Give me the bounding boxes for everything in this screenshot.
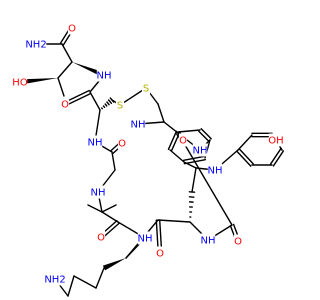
bond: [67, 275, 75, 297]
atom-label-background: [44, 272, 66, 286]
bond: [170, 131, 181, 152]
atom-label-nh2-lys: NH2: [44, 275, 65, 286]
atom-label-nh-aib: NH: [91, 188, 106, 199]
bond: [87, 204, 103, 213]
wedge-bond: [72, 62, 105, 78]
atom-label-background: [60, 97, 70, 111]
bond: [104, 103, 108, 107]
atom-label-background: [96, 230, 106, 244]
atom-label-nh-res: NH: [201, 236, 216, 247]
bond: [101, 211, 119, 223]
bond: [237, 134, 253, 151]
atom-label-background: [233, 234, 243, 248]
atom-label-o-ring1: O: [179, 136, 187, 147]
bond: [177, 132, 233, 226]
atom-label-nh-cys2: NH: [131, 120, 146, 131]
atom-label-background: [137, 231, 153, 245]
atom-label-background: [200, 233, 216, 247]
atom-label-o-amide: O: [68, 24, 76, 35]
bond: [200, 128, 212, 140]
bond: [102, 105, 106, 109]
bond: [236, 150, 252, 167]
wedge-bond: [102, 258, 126, 271]
bond: [191, 167, 197, 193]
atom-label-background: [87, 135, 103, 149]
bond: [119, 87, 147, 106]
atom-label-background: [90, 185, 106, 199]
bond: [167, 130, 178, 151]
bond: [177, 129, 201, 133]
atom-label-background: [130, 117, 146, 131]
bond: [107, 99, 113, 105]
bond: [106, 101, 110, 106]
bond: [61, 43, 73, 63]
atom-label-background: [117, 136, 127, 150]
wedge-bond: [19, 78, 58, 85]
bond: [65, 92, 92, 107]
atom-label-nh-thr: NH: [97, 71, 112, 82]
atom-label-s2: S: [143, 84, 149, 95]
bond: [163, 121, 179, 134]
bond: [238, 148, 254, 165]
atom-label-nh-trp-ring: NH: [193, 146, 208, 157]
bond: [101, 107, 103, 110]
atom-label-s1: S: [117, 101, 123, 112]
atom-label-background: [141, 81, 151, 95]
bond: [157, 103, 165, 123]
bond: [57, 77, 65, 97]
atom-label-background: [25, 37, 47, 51]
atom-label-background: [12, 75, 28, 89]
atom-label-ho-thr: HO: [12, 78, 28, 89]
bond: [182, 155, 206, 162]
bond: [198, 130, 210, 142]
bond: [95, 267, 105, 289]
atom-label-background: [178, 133, 188, 147]
bond: [272, 150, 285, 167]
bond: [157, 219, 191, 223]
atom-label-o-cys1: O: [61, 100, 69, 111]
atom-label-background: [155, 246, 165, 260]
atom-label-o-ring2: O: [118, 139, 126, 150]
bond: [89, 91, 101, 111]
atom-label-background: [192, 143, 208, 157]
bond: [73, 275, 97, 289]
atom-label-oh-tyr: OH: [268, 136, 283, 147]
atom-label-nh-cys1: NH: [88, 138, 103, 149]
atom-label-background: [96, 68, 112, 82]
atom-label-nh-lys: NH: [138, 234, 153, 245]
atom-label-o-lys: O: [156, 249, 164, 260]
bond: [57, 61, 73, 79]
atom-label-background: [67, 21, 77, 35]
atom-label-o-res: O: [234, 237, 242, 248]
atom-label-nh-trp: NH: [208, 166, 223, 177]
bond: [101, 204, 117, 213]
bond-layer: [19, 26, 285, 297]
atom-label-o-aib: O: [97, 233, 105, 244]
atom-label-background: [268, 133, 284, 147]
atom-label-background: [115, 98, 125, 112]
bond: [269, 148, 282, 165]
bond: [169, 149, 185, 163]
atom-label-nh2-amide: NH2: [25, 40, 46, 51]
atom-label-background: [207, 163, 223, 177]
bond: [111, 151, 116, 171]
